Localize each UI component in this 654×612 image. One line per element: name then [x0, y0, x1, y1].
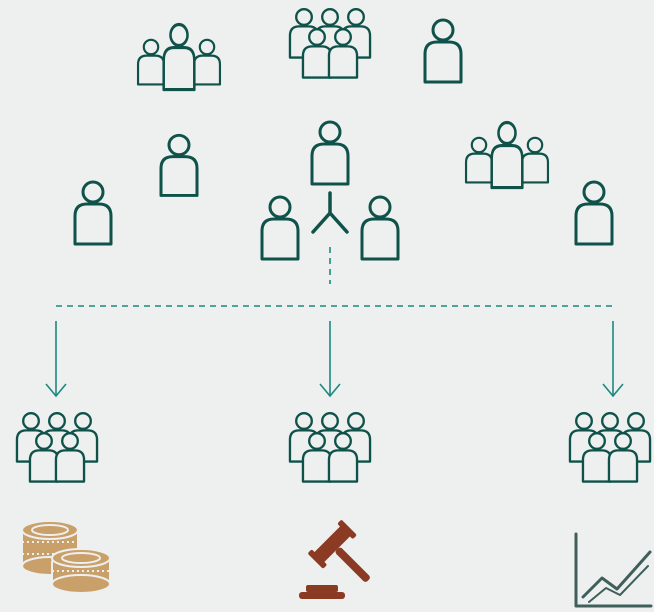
- crowd-icon: [17, 413, 97, 481]
- line-chart-icon: [574, 532, 653, 608]
- crowd-icon: [570, 413, 650, 481]
- person-icon: [159, 133, 199, 197]
- arrow-down-icon: [602, 321, 624, 398]
- top-cluster: [73, 9, 614, 261]
- group-of-three-icon: [466, 123, 548, 188]
- arrow-down-icon: [319, 321, 341, 398]
- coins-icon: [21, 520, 111, 594]
- crowd-icon: [290, 9, 370, 77]
- person-icon: [574, 180, 614, 246]
- person-icon: [423, 18, 463, 84]
- branch-groups: [17, 413, 650, 481]
- person-split-icon: [260, 120, 400, 261]
- arrow-down-icon: [45, 321, 67, 398]
- connector-lines: [45, 247, 624, 398]
- person-icon: [73, 180, 113, 246]
- crowd-icon: [290, 413, 370, 481]
- group-of-three-icon: [138, 25, 220, 90]
- gavel-icon: [299, 520, 370, 599]
